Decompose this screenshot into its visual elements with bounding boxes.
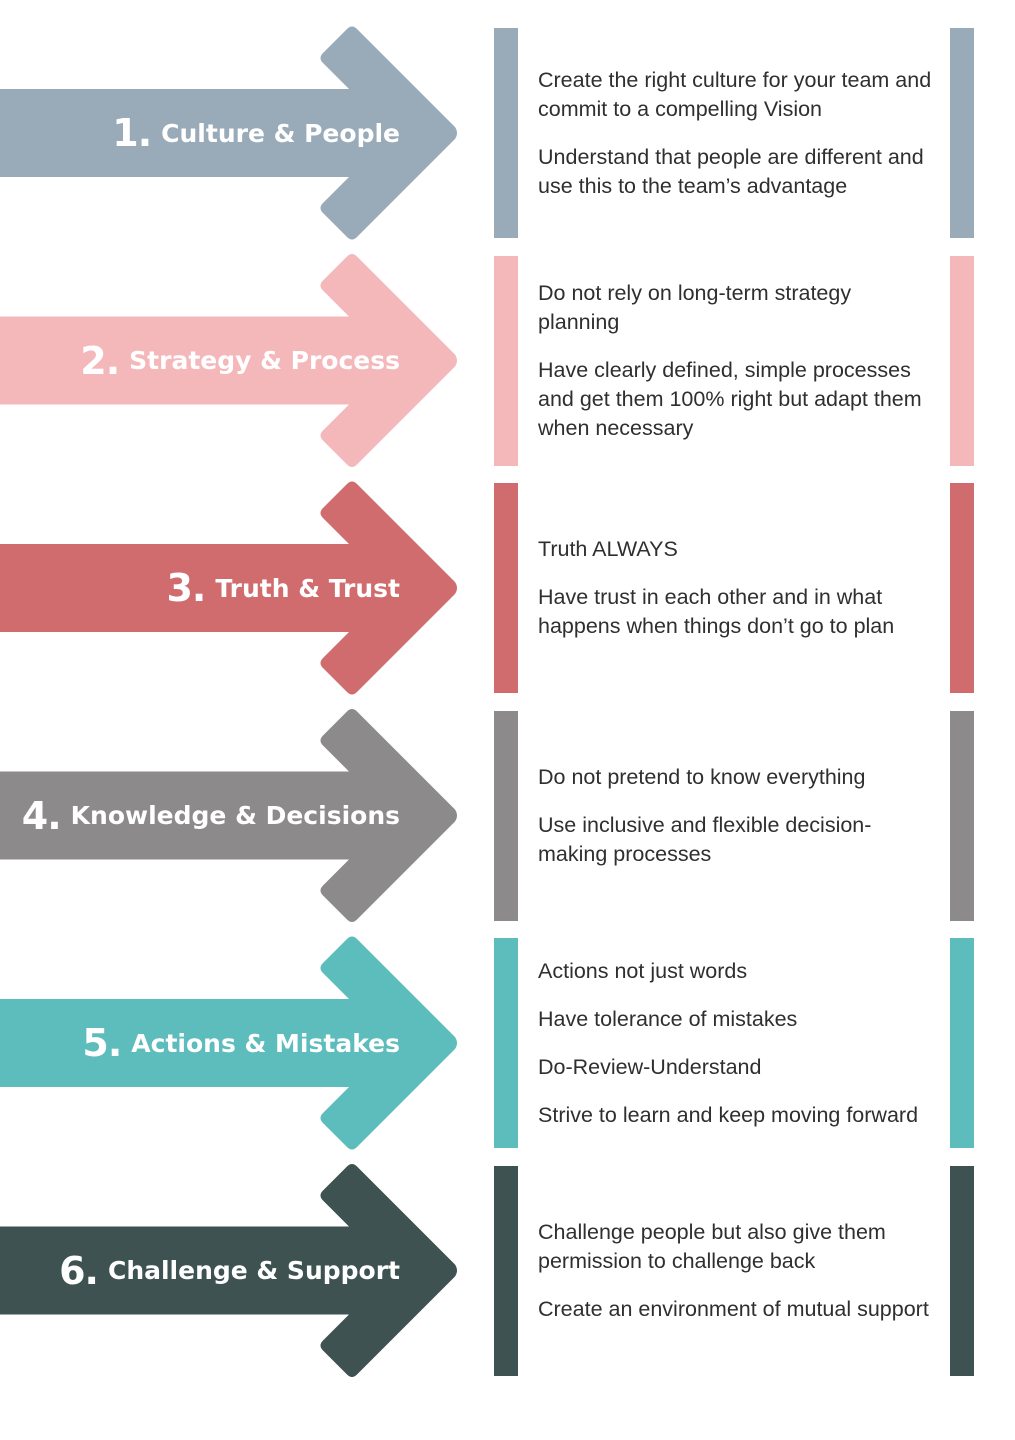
step-description-2: Do not rely on long-term strategy planni…: [538, 256, 938, 466]
step-point: Create an environment of mutual support: [538, 1296, 929, 1321]
step-number: 3.: [166, 566, 206, 610]
step-number: 2.: [80, 338, 120, 383]
step-point: Do-Review-Understand: [538, 1054, 762, 1079]
step-point: Use inclusive and flexible decision-maki…: [538, 812, 872, 866]
step-point: Understand that people are different and…: [538, 144, 924, 198]
step-title: Truth & Trust: [215, 573, 400, 603]
step-arrow-6: [0, 1164, 457, 1377]
step-label-5: 5. Actions & Mistakes: [0, 1013, 400, 1073]
step-number: 4.: [21, 793, 62, 838]
step-bar-right: [950, 1165, 974, 1376]
step-label-2: 2. Strategy & Process: [0, 331, 400, 391]
step-point: Have trust in each other and in what hap…: [538, 585, 895, 638]
step-title: Actions & Mistakes: [131, 1028, 400, 1058]
step-point: Create the right culture for your team a…: [538, 67, 932, 121]
step-number: 1.: [112, 111, 152, 155]
step-arrow-2: [0, 254, 457, 467]
step-point: Truth ALWAYS: [538, 537, 678, 561]
step-number: 6.: [59, 1248, 99, 1293]
step-point: Do not rely on long-term strategy planni…: [538, 280, 852, 334]
step-title: Strategy & Process: [129, 346, 400, 375]
step-bar-left: [494, 483, 518, 693]
step-bar-left: [494, 938, 518, 1148]
step-description-1: Create the right culture for your team a…: [538, 28, 938, 238]
step-point: Have tolerance of mistakes: [538, 1006, 798, 1031]
step-label-6: 6. Challenge & Support: [0, 1241, 400, 1301]
step-label-4: 4. Knowledge & Decisions: [0, 786, 400, 846]
step-bar-right: [950, 710, 974, 921]
step-bar-right: [950, 255, 974, 466]
step-point: Actions not just words: [538, 958, 748, 983]
step-description-3: Truth ALWAYS Have trust in each other and…: [538, 483, 938, 693]
step-point: Have clearly defined, simple processes a…: [538, 357, 922, 440]
step-label-3: 3. Truth & Trust: [0, 558, 400, 618]
step-bar-right: [950, 938, 974, 1148]
step-title: Culture & People: [161, 118, 400, 148]
step-title: Knowledge & Decisions: [70, 801, 400, 830]
step-bar-right: [950, 483, 974, 693]
step-description-6: Challenge people but also give them perm…: [538, 1166, 938, 1376]
step-point: Strive to learn and keep moving forward: [538, 1102, 919, 1127]
step-arrow-4: [0, 709, 457, 922]
step-arrow-1: [0, 26, 457, 240]
step-bar-left: [494, 710, 518, 921]
step-number: 5.: [82, 1021, 122, 1065]
step-point: Challenge people but also give them perm…: [538, 1219, 886, 1273]
step-label-1: 1. Culture & People: [0, 103, 400, 163]
step-arrow-3: [0, 481, 457, 695]
step-bar-left: [494, 255, 518, 466]
step-bar-right: [950, 28, 974, 238]
step-bar-left: [494, 1165, 518, 1376]
step-point: Do not pretend to know everything: [538, 764, 866, 789]
step-title: Challenge & Support: [107, 1256, 400, 1285]
step-arrow-5: [0, 936, 457, 1150]
step-bar-left: [494, 28, 518, 238]
